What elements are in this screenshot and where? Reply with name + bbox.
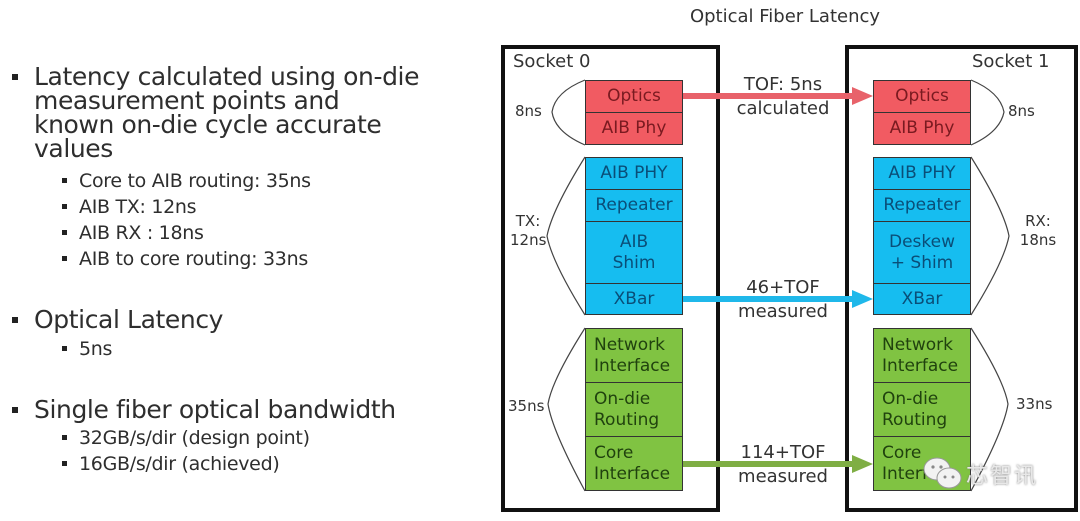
s0-aib-shim-block: AIB Shim [585, 221, 683, 284]
bullet-latency-calculated: Latency calculated using on-die measurem… [11, 62, 420, 163]
link-arrow-green [683, 455, 873, 473]
s1-green-brace [970, 327, 1009, 492]
sub-bullet: 32GB/s/dir (design point) [62, 427, 310, 449]
s0-green-latency: 35ns [508, 397, 545, 415]
sub-bullet: 16GB/s/dir (achieved) [61, 453, 280, 475]
s0-red-brace [551, 79, 586, 146]
link-label-core: 114+TOF measured [713, 441, 853, 489]
s1-red-brace [970, 79, 1005, 146]
s1-blue-brace [970, 156, 1010, 316]
s1-green-latency: 33ns [1016, 395, 1053, 413]
s1-rx-value: 18ns [1019, 231, 1057, 249]
sub-bullet: AIB RX : 18ns [62, 222, 204, 244]
link-arrow-red [683, 87, 873, 105]
watermark-text: 芯智讯 [966, 464, 1039, 489]
link-method: calculated [736, 98, 830, 119]
link-value: TOF: 5ns [743, 74, 823, 95]
socket-0-label: Socket 0 [513, 51, 591, 72]
bullet-line: known on-die cycle accurate [34, 110, 382, 139]
link-method: measured [738, 301, 828, 322]
s1-on-die-routing-block: On-die Routing [873, 382, 971, 437]
s0-blue-brace [546, 156, 586, 316]
s0-core-interface-block: Core Interface [585, 436, 683, 491]
s0-network-interface-block: Network Interface [585, 328, 683, 383]
s0-tx-label: TX: [515, 212, 541, 230]
sub-bullet: Core to AIB routing: 35ns [62, 170, 311, 192]
s0-aib-phy-block: AIB PHY [585, 157, 683, 190]
bullet-optical-latency: Optical Latency [11, 305, 224, 334]
s1-rx-latency: RX: 18ns [1016, 212, 1060, 250]
link-arrow-blue [683, 290, 873, 308]
link-method: measured [738, 466, 828, 487]
link-value: 46+TOF [746, 277, 820, 298]
link-label-xbar: 46+TOF measured [713, 276, 853, 324]
s0-tx-value: 12ns [510, 231, 547, 249]
wechat-icon [923, 457, 962, 489]
s0-on-die-routing-block: On-die Routing [585, 382, 683, 437]
bullet-line: Latency calculated using on-die [34, 62, 420, 91]
s0-tx-latency: TX: 12ns [510, 212, 546, 250]
diagram-title: Optical Fiber Latency [689, 6, 881, 27]
bullet-fiber-bandwidth: Single fiber optical bandwidth [12, 395, 396, 424]
sub-bullet: 5ns [61, 338, 113, 360]
s1-rx-label: RX: [1025, 212, 1051, 230]
socket-1-label: Socket 1 [972, 51, 1050, 72]
socket-1-box [845, 45, 1078, 512]
s0-optics-block: Optics [585, 80, 683, 113]
s1-optics-block: Optics [873, 80, 971, 113]
s0-repeater-block: Repeater [585, 189, 683, 222]
s0-xbar-block: XBar [585, 283, 683, 315]
bullet-line: values [34, 134, 113, 163]
s1-network-interface-block: Network Interface [873, 328, 971, 383]
s1-xbar-block: XBar [873, 283, 971, 315]
s1-red-latency: 8ns [1008, 102, 1035, 120]
sub-bullet: AIB to core routing: 33ns [62, 248, 308, 270]
s1-aib-phy-block: AIB PHY [873, 157, 971, 190]
s0-aib-phy-block: AIB Phy [585, 112, 683, 145]
s1-aib-phy-block: AIB Phy [873, 112, 971, 145]
link-value: 114+TOF [740, 442, 826, 463]
bullet-line: measurement points and [34, 86, 340, 115]
sub-bullet: AIB TX: 12ns [61, 196, 197, 218]
link-label-optics: TOF: 5ns calculated [713, 73, 853, 121]
s0-green-brace [547, 327, 586, 492]
socket-0-box [501, 45, 720, 512]
s0-red-latency: 8ns [515, 102, 542, 120]
